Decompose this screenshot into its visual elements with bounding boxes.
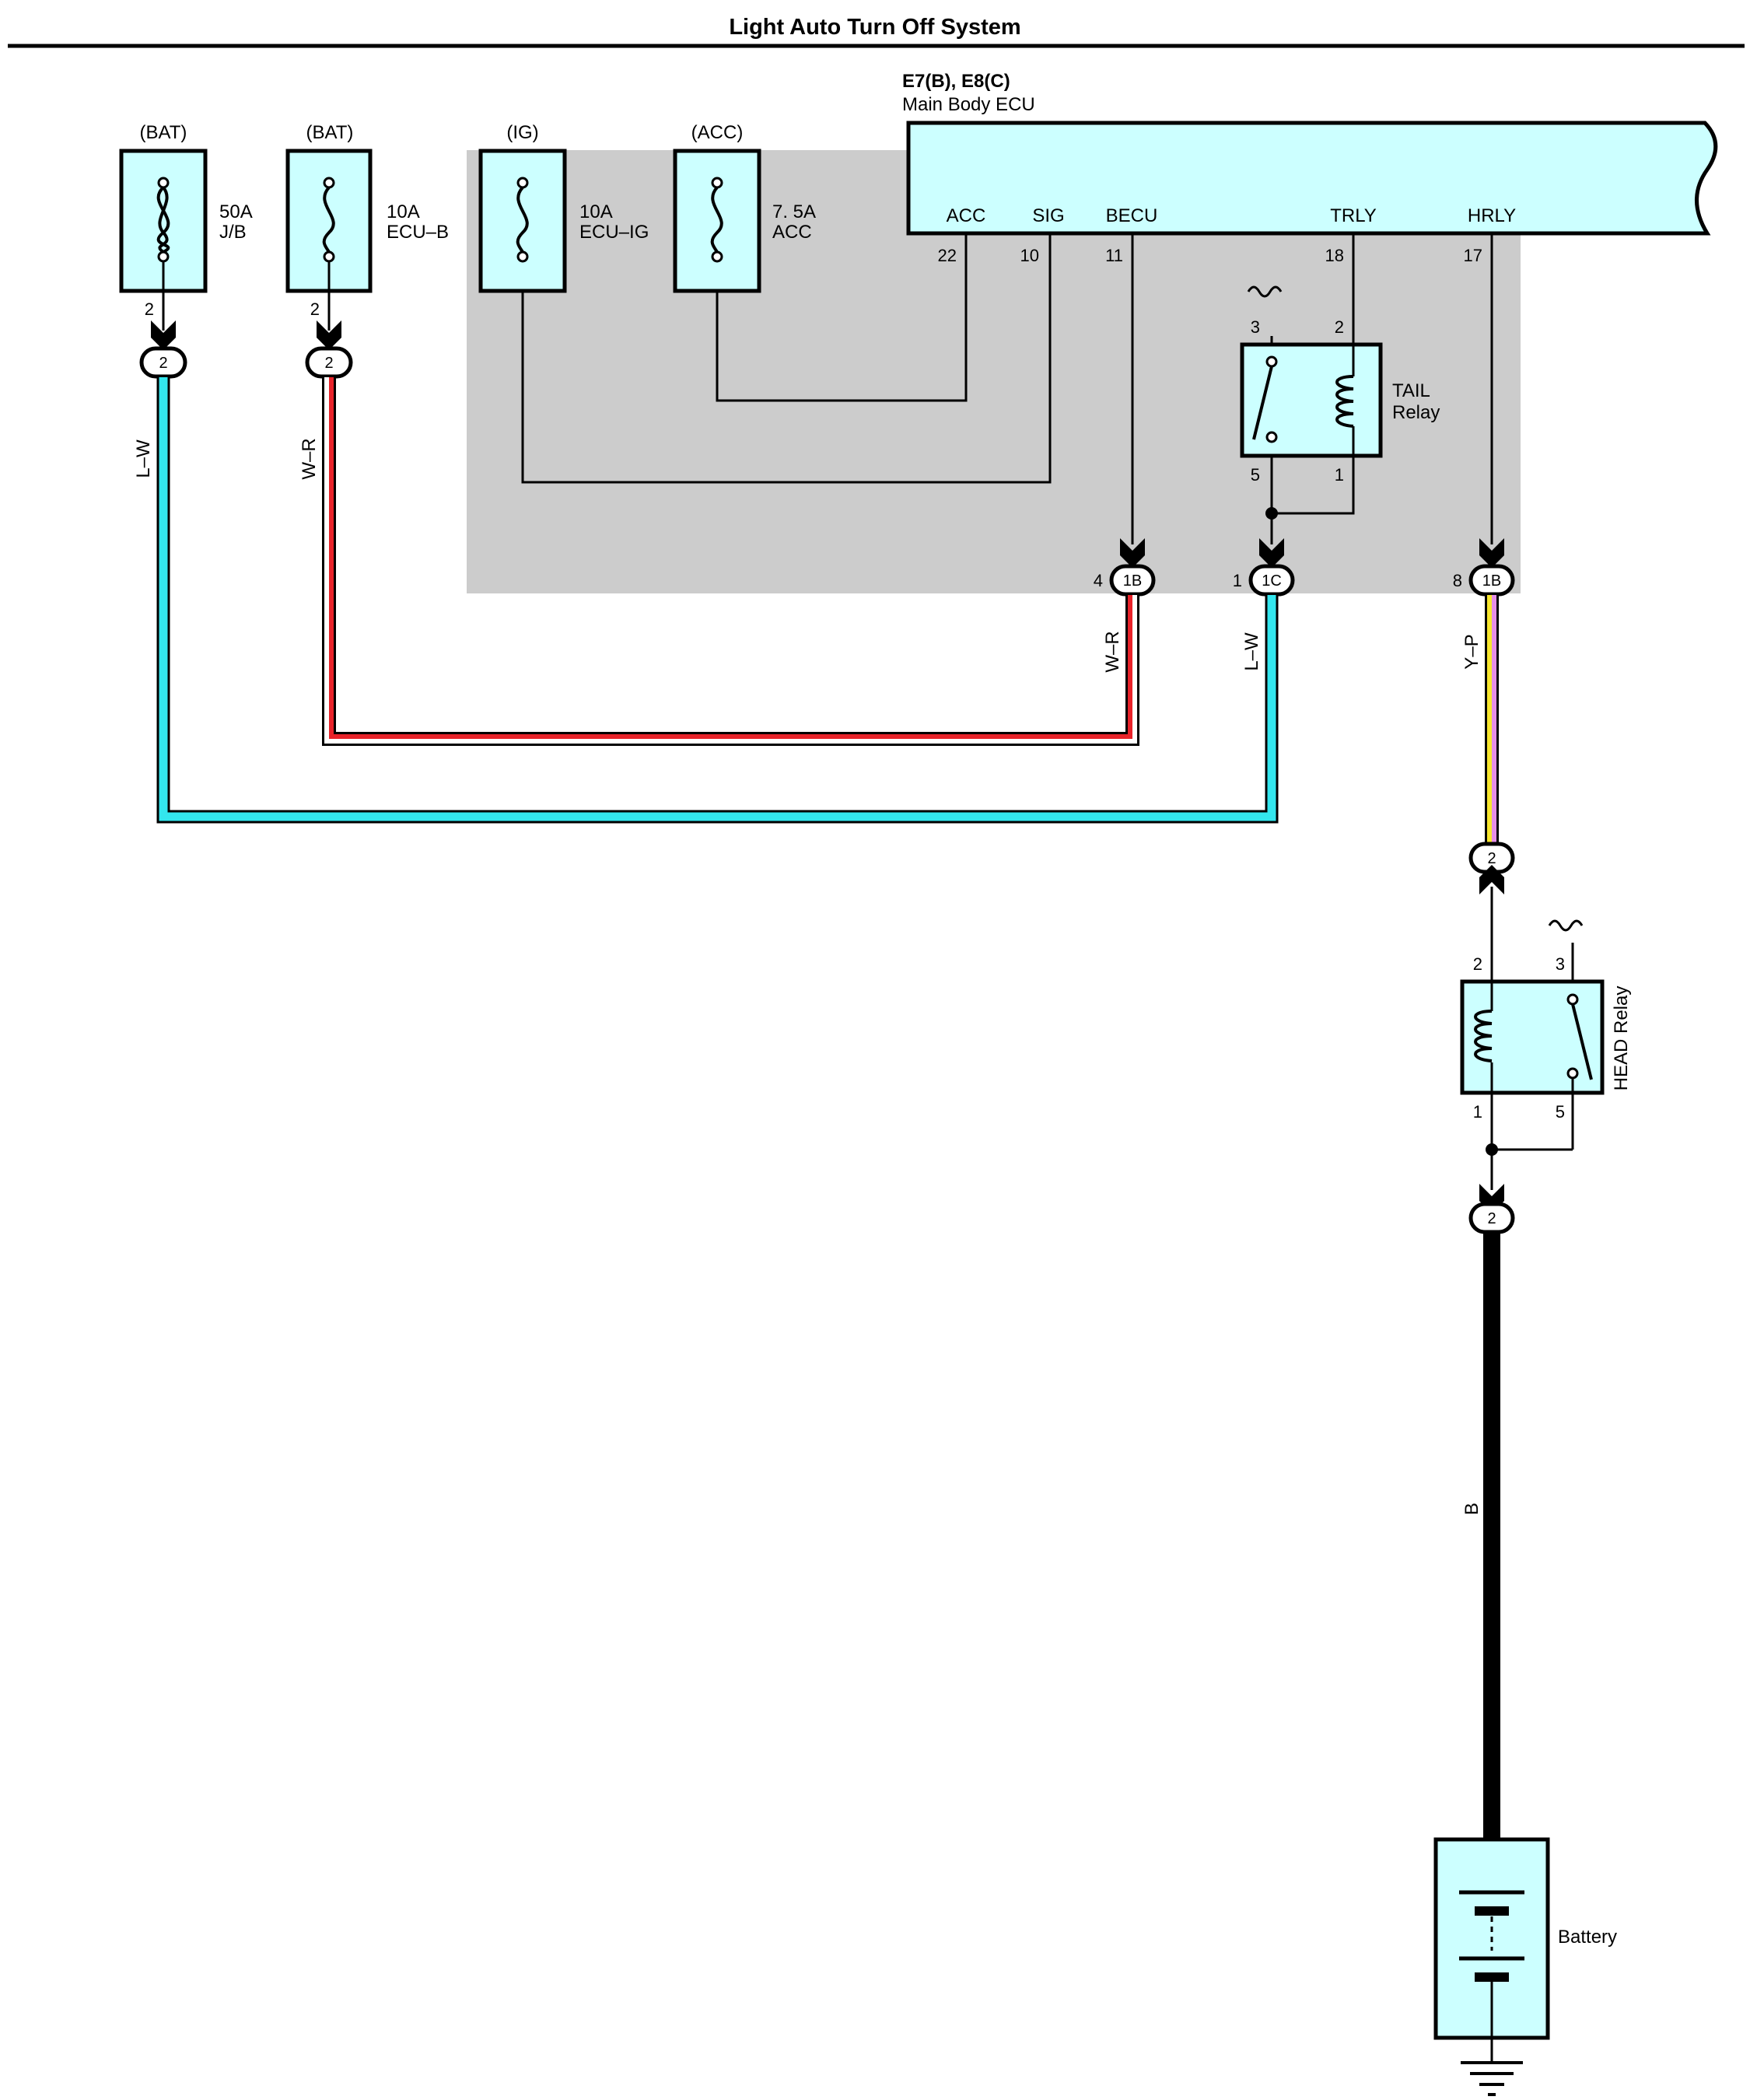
ecu-codes: E7(B), E8(C) [902,71,1010,92]
wire-l-w: L–W L–W [133,377,1279,824]
jc-1b-pin: 4 [1094,571,1103,590]
main-body-ecu: E7(B), E8(C) Main Body ECU ACC SIG BECU … [902,71,1718,265]
tail-relay-name-2: Relay [1392,402,1440,423]
fuse-ecuig-rating: 10A [579,201,613,222]
wire-w-r-label-left: W–R [299,438,320,479]
wire-b: B [1461,1233,1500,1839]
fuse-ecub-connector: 2 [324,355,333,372]
tail-relay: 3 2 5 1 TAIL Relay [1240,317,1440,485]
fuse-7-5a-acc: (ACC) 7. 5A ACC [673,122,816,293]
fuse-ecub-name: ECU–B [387,222,449,243]
fuse-acc-source: (ACC) [691,122,744,143]
wire-w-r-label-right: W–R [1102,631,1123,672]
battery: Battery [1433,1837,1617,2063]
wire-y-p: Y–P [1461,595,1499,844]
diagram-title: Light Auto Turn Off System [729,15,1020,40]
head-relay-pin-2: 2 [1473,954,1482,974]
ecu-terminal-hrly: HRLY [1468,205,1516,226]
tail-relay-pin-1: 1 [1335,465,1344,485]
internal-wiring [521,233,1493,544]
fuse-ecub-pin: 2 [310,299,320,319]
ecu-pin-hrly: 17 [1464,246,1482,265]
ecu-name: Main Body ECU [902,94,1035,115]
fuse-10a-ecu-b: (BAT) 10A ECU–B [285,122,449,293]
wire-y-p-label: Y–P [1461,634,1482,669]
jc-1c-code: 1C [1262,572,1282,590]
head-relay-pin-1: 1 [1473,1102,1482,1122]
fuse-ecub-rating: 10A [387,201,420,222]
wire-b-label: B [1461,1503,1482,1515]
tail-relay-name: TAIL [1392,380,1430,401]
tail-relay-pin-2: 2 [1335,317,1344,337]
ecu-pin-trly: 18 [1325,246,1344,265]
head-relay-pin-5: 5 [1556,1102,1565,1122]
fuse-10a-ecu-ig: (IG) 10A ECU–IG [478,122,649,293]
jc-1b2-code: 1B [1482,572,1501,590]
fuse-outputs: 2 2 2 2 [139,261,353,379]
battery-label: Battery [1558,1927,1617,1948]
ecu-terminal-trly: TRLY [1330,205,1377,226]
fuse-50a-connector: 2 [159,355,167,372]
fuse-50a-jb: (BAT) 50A J/B [119,122,253,293]
ground-icon [1461,2061,1523,2096]
jc-1c-pin: 1 [1233,571,1242,590]
fuse-50a-source: (BAT) [140,122,187,143]
junction-connectors: 4 1B 1 1C 8 1B [1094,538,1515,597]
fuse-ecuig-name: ECU–IG [579,222,649,243]
fuse-50a-rating: 50A [219,201,253,222]
tail-relay-pin-5: 5 [1251,465,1260,485]
head-relay-name: HEAD Relay [1611,986,1632,1091]
fuse-ecub-source: (BAT) [306,122,354,143]
ecu-terminal-sig: SIG [1032,205,1064,226]
head-relay-section: 2 2 3 1 5 HEAD Relay 2 [1460,842,1632,1234]
tail-relay-pin-3: 3 [1251,317,1260,337]
fuse-50a-name: J/B [219,222,247,243]
wire-w-r: W–R W–R [299,377,1139,746]
ecu-pin-sig: 10 [1020,246,1039,265]
ecu-terminal-becu: BECU [1106,205,1158,226]
jc-1b-code: 1B [1123,572,1142,590]
fuse-50a-pin: 2 [145,299,154,319]
ecu-terminal-acc: ACC [947,205,986,226]
head-connector-bottom: 2 [1487,1210,1496,1227]
head-connector-top: 2 [1487,850,1496,867]
ecu-pin-becu: 11 [1105,246,1123,265]
head-relay-pin-3: 3 [1556,954,1565,974]
fuse-ecuig-source: (IG) [506,122,538,143]
wire-l-w-label-right: L–W [1241,632,1262,671]
fuse-acc-name: ACC [772,222,812,243]
jc-1b2-pin: 8 [1453,571,1462,590]
wire-l-w-label-left: L–W [133,439,154,478]
ecu-pin-acc: 22 [938,246,957,265]
fuse-acc-rating: 7. 5A [772,201,816,222]
